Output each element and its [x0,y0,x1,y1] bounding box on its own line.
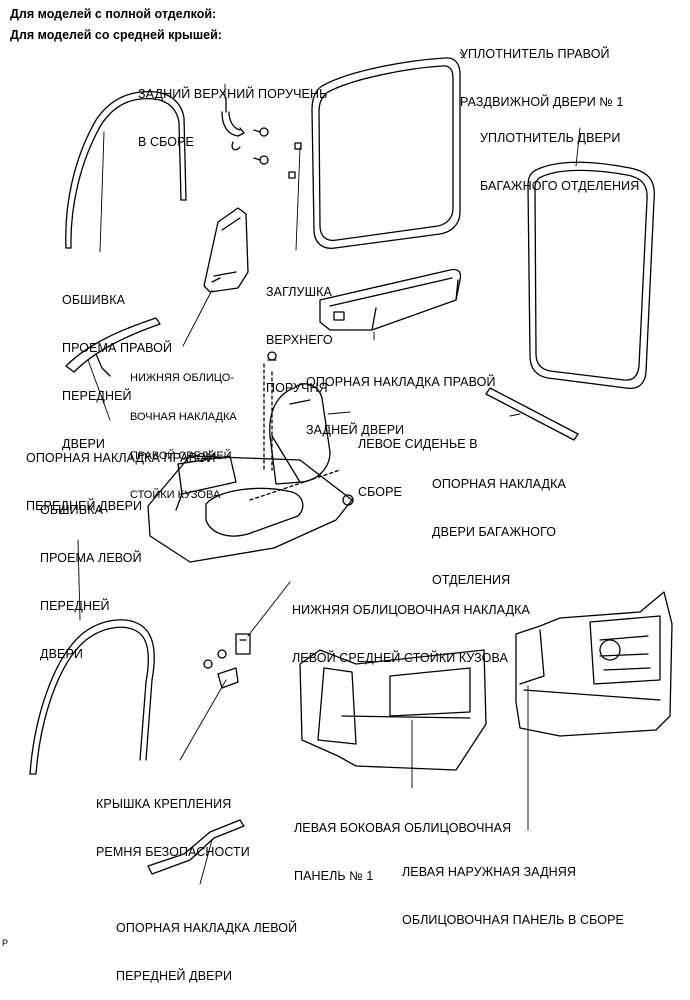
figure-code: P [2,938,9,948]
lh-rear-outer-panel-part [515,591,673,737]
lh-side-panel-no1-part [299,649,487,771]
rh-rear-door-scuff-plate-part [319,268,462,331]
back-door-weatherstrip-part [527,161,656,390]
lh-front-door-opening-trim-part [29,619,155,775]
exploded-parts-diagram [29,51,673,885]
leader-lines [77,51,581,885]
label-back-door-weatherstrip: УПЛОТНИТЕЛЬ ДВЕРИ БАГАЖНОГО ОТДЕЛЕНИЯ [480,131,640,193]
label-lh-center-pillar-lower-garnish: НИЖНЯЯ ОБЛИЦОВОЧНАЯ НАКЛАДКА ЛЕВОЙ СРЕДН… [292,603,530,665]
header-full-trim: Для моделей с полной отделкой: [10,7,217,21]
label-rear-upper-assist-grip: ЗАДНИЙ ВЕРХНИЙ ПОРУЧЕНЬ В СБОРЕ [138,87,328,149]
label-rh-front-door-opening-trim: ОБШИВКА ПРОЕМА ПРАВОЙ ПЕРЕДНЕЙ ДВЕРИ [62,293,173,451]
label-rh-slide-door-weatherstrip: УПЛОТНИТЕЛЬ ПРАВОЙ РАЗДВИЖНОЙ ДВЕРИ № 1 [460,47,624,109]
rh-front-door-opening-trim-part [65,90,187,249]
header-middle-roof: Для моделей со средней крышей: [10,28,222,42]
back-door-scuff-plate-part [485,387,579,441]
assist-grip-plug-part [288,142,302,179]
rh-center-pillar-garnish-part [203,207,249,293]
label-rh-front-door-scuff-plate: ОПОРНАЯ НАКЛАДКА ПРАВОЙ ПЕРЕДНЕЙ ДВЕРИ [26,451,216,513]
label-assist-grip-plug: ЗАГЛУШКА ВЕРХНЕГО ПОРУЧНЯ [266,285,333,395]
label-lh-seat-assy: ЛЕВОЕ СИДЕНЬЕ В СБОРЕ [358,437,478,499]
label-lh-front-door-scuff-plate: ОПОРНАЯ НАКЛАДКА ЛЕВОЙ ПЕРЕДНЕЙ ДВЕРИ [116,921,298,983]
assist-grip-part [221,97,269,165]
rh-front-door-scuff-plate-part [65,317,161,377]
label-lh-rear-outer-panel-assy: ЛЕВАЯ НАРУЖНАЯ ЗАДНЯЯ ОБЛИЦОВОЧНАЯ ПАНЕЛ… [402,865,624,927]
seat-part [147,351,354,563]
rh-slide-door-weatherstrip-part [311,57,461,249]
label-rh-center-pillar-lower-garnish: НИЖНЯЯ ОБЛИЦО- ВОЧНАЯ НАКЛАДКА ПРАВОЙ СР… [130,372,237,501]
lh-front-door-scuff-plate-part [147,819,245,875]
label-back-door-scuff-plate: ОПОРНАЯ НАКЛАДКА ДВЕРИ БАГАЖНОГО ОТДЕЛЕН… [432,477,566,587]
label-lh-front-door-opening-trim: ОБШИВКА ПРОЕМА ЛЕВОЙ ПЕРЕДНЕЙ ДВЕРИ [40,503,142,661]
label-rh-rear-door-scuff-plate: ОПОРНАЯ НАКЛАДКА ПРАВОЙ ЗАДНЕЙ ДВЕРИ [306,375,496,437]
lh-center-pillar-garnish-part [203,633,251,689]
label-seat-belt-anchor-cover: КРЫШКА КРЕПЛЕНИЯ РЕМНЯ БЕЗОПАСНОСТИ [96,797,250,859]
label-lh-side-panel-no1: ЛЕВАЯ БОКОВАЯ ОБЛИЦОВОЧНАЯ ПАНЕЛЬ № 1 [294,821,512,883]
